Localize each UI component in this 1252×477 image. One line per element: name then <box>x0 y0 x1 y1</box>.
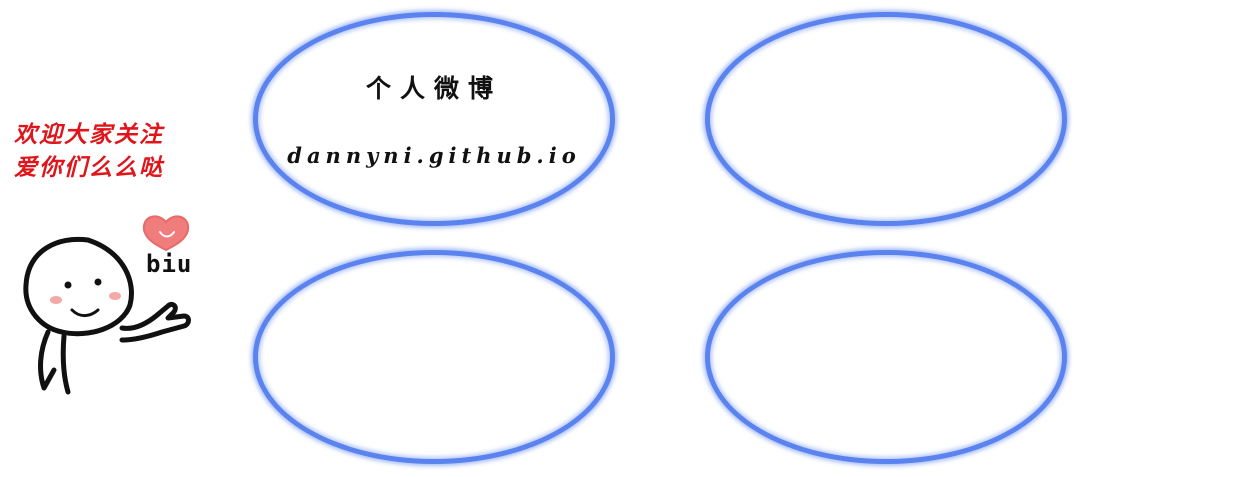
right-eye <box>94 278 102 286</box>
card-link[interactable]: dannyni.github.io <box>287 143 581 168</box>
pointing-arm <box>119 301 191 343</box>
biu-caption: biu <box>146 250 193 278</box>
right-cheek <box>109 292 121 300</box>
sticker-character <box>23 215 191 395</box>
head-outline <box>23 236 134 337</box>
heart-icon <box>142 215 190 252</box>
greeting-line-2: 爱你们么么哒 <box>14 154 164 181</box>
card-empty-bottom-left[interactable] <box>253 250 615 464</box>
card-empty-top-right[interactable] <box>705 12 1067 226</box>
body-outline <box>38 329 71 395</box>
greeting-text: 欢迎大家关注 爱你们么么哒 <box>14 118 214 184</box>
greeting-line-1: 欢迎大家关注 <box>14 121 164 148</box>
left-cheek <box>50 296 62 304</box>
card-empty-bottom-right[interactable] <box>705 250 1067 464</box>
card-weibo[interactable]: 个人微博 dannyni.github.io <box>253 12 615 226</box>
smile <box>70 308 100 318</box>
card-title: 个人微博 <box>365 74 502 103</box>
left-eye <box>64 281 72 289</box>
